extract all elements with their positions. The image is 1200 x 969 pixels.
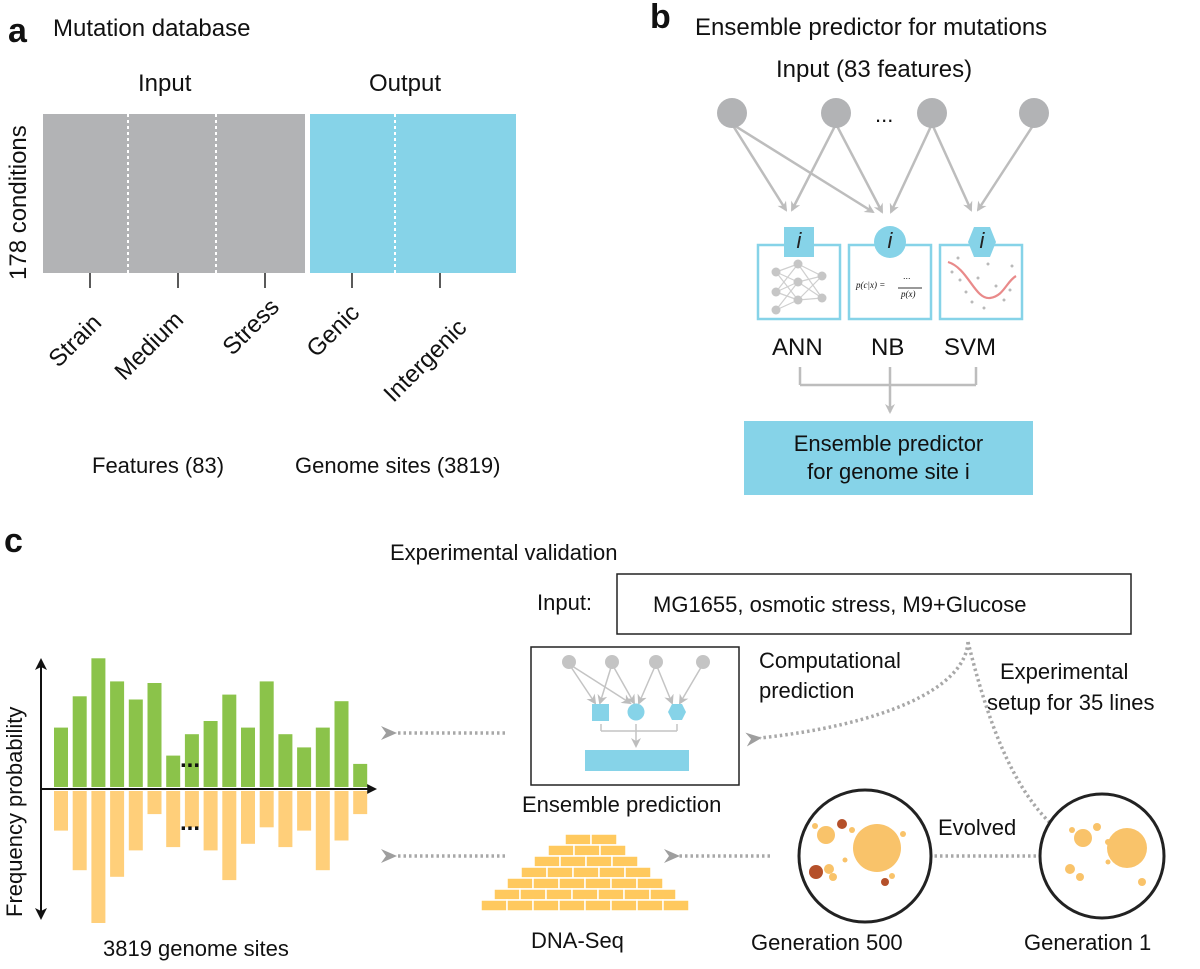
predicted-bar [166, 755, 181, 787]
predicted-bar [128, 699, 143, 787]
y-axis-label: Frequency probability [2, 706, 27, 917]
input-prefix: Input: [537, 590, 593, 615]
model-label-svm: SVM [944, 334, 997, 361]
input-node [917, 98, 947, 128]
panel-c-letter: c [4, 522, 23, 560]
chart-top-ellipsis: ... [180, 746, 201, 773]
input-node [821, 98, 851, 128]
observed-bar [334, 791, 349, 841]
observed-bar [241, 791, 255, 844]
ensemble-prediction-label: Ensemble prediction [522, 792, 722, 817]
observed-bar [297, 791, 312, 831]
computational-prediction-arrow [745, 641, 970, 747]
output-block [310, 114, 516, 273]
panel-b-letter: b [650, 0, 671, 36]
input-box [616, 573, 1132, 635]
nb-formula-lhs: p(c|x) = [856, 280, 886, 290]
panel-a-letter: a [8, 12, 27, 50]
petri-dish-gen500 [797, 788, 933, 924]
observed-bar [110, 791, 125, 877]
computational-prediction-line1: Computational [759, 648, 901, 673]
predicted-bar [147, 683, 162, 787]
panel-c-title: Experimental validation [390, 540, 618, 565]
svm-mini-plot [947, 256, 1017, 310]
ann-index: i [796, 228, 802, 253]
predicted-bar [203, 721, 218, 787]
panel-b-title: Ensemble predictor for mutations [695, 14, 1048, 41]
observed-bar [166, 791, 181, 848]
computational-prediction-line2: prediction [759, 678, 855, 703]
ensemble-predictor-line2: for genome site i [807, 459, 970, 484]
ensemble-predictor-network [717, 98, 1049, 495]
predicted-bar [353, 763, 368, 787]
output-header: Output [369, 70, 442, 97]
svm-index-badge [968, 227, 996, 257]
nb-index-badge [874, 226, 906, 258]
input-node [717, 98, 747, 128]
generation-1-label: Generation 1 [1024, 930, 1152, 955]
petri-dish-gen1 [1038, 792, 1166, 920]
nb-formula-denominator: p(x) [901, 289, 916, 299]
predicted-bar [222, 694, 237, 787]
observed-bar [278, 791, 293, 848]
observed-bar [147, 791, 162, 815]
observed-bar [315, 791, 330, 871]
mutation-database-matrix [43, 114, 516, 288]
input-features-label: Input (83 features) [776, 56, 973, 83]
predicted-bar [241, 727, 255, 787]
predicted-bar [110, 681, 125, 787]
input-conditions: MG1655, osmotic stress, M9+Glucose [653, 592, 1027, 617]
evolved-label: Evolved [938, 815, 1017, 840]
predicted-bar [184, 734, 199, 787]
nb-index: i [887, 228, 893, 253]
model-label-ann: ANN [772, 334, 823, 361]
observed-bar [72, 791, 87, 871]
model-label-nb: NB [871, 334, 905, 361]
predicted-bar [297, 747, 312, 787]
ann-index-badge [784, 227, 814, 257]
panel-a-title: Mutation database [53, 15, 251, 42]
features-label: Features (83) [92, 453, 225, 478]
x-axis-label: 3819 genome sites [103, 936, 289, 961]
predicted-bar [91, 658, 106, 787]
predicted-bar [334, 701, 349, 787]
input-block [43, 114, 305, 273]
chart-bottom-ellipsis: ... [180, 809, 201, 836]
frequency-bar-chart [35, 658, 377, 923]
predicted-bar [278, 734, 293, 787]
input-header: Input [138, 70, 192, 97]
observed-bar [203, 791, 218, 851]
svm-index: i [979, 228, 985, 253]
ensemble-predictor-line1: Ensemble predictor [793, 431, 984, 456]
genome-sites-label: Genome sites (3819) [295, 453, 501, 478]
predicted-bar [259, 681, 274, 787]
dnaseq-bricks [480, 833, 690, 912]
experimental-setup-line1: Experimental [1000, 659, 1129, 684]
dnaseq-label: DNA-Seq [531, 928, 624, 953]
generation-500-label: Generation 500 [751, 930, 903, 955]
input-ellipsis: ... [875, 102, 894, 127]
experimental-setup-arrow [966, 641, 1074, 845]
observed-bar [353, 791, 368, 815]
experimental-validation [381, 573, 1166, 924]
observed-bar [222, 791, 237, 881]
input-node [1019, 98, 1049, 128]
observed-bar [259, 791, 274, 828]
observed-bar [54, 791, 68, 831]
experimental-setup-line2: setup for 35 lines [987, 690, 1155, 715]
conditions-label: 178 conditions [5, 125, 32, 280]
observed-bar [184, 791, 199, 828]
predicted-bar [54, 727, 68, 787]
predicted-bar [315, 727, 330, 787]
observed-bar [128, 791, 143, 851]
ensemble-predictor-box [744, 421, 1033, 495]
nb-formula-numerator: ... [903, 271, 911, 281]
predicted-bar [72, 696, 87, 788]
observed-bar [91, 791, 106, 923]
